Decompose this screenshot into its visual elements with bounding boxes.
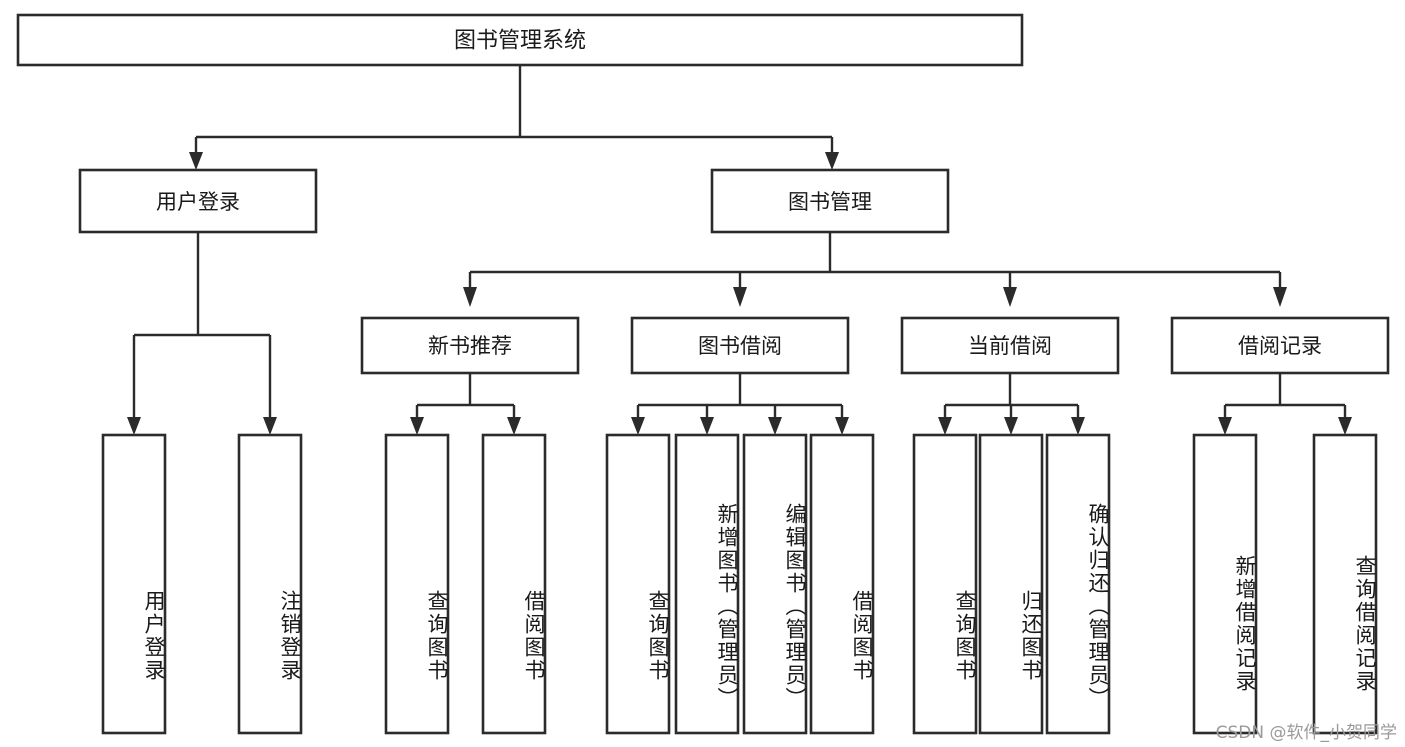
node-user-login[interactable]: 用户登录 (78, 168, 318, 234)
leaf-box-current-borrow-2[interactable] (1045, 433, 1111, 735)
node-borrow-record[interactable]: 借阅记录 (1170, 316, 1390, 375)
node-current-borrow[interactable]: 当前借阅 (900, 316, 1120, 375)
node-current-borrow-label: 当前借阅 (968, 334, 1052, 358)
node-user-login-label: 用户登录 (156, 190, 240, 214)
csdn-watermark: CSDN @软件_小贺同学 (1215, 723, 1397, 743)
node-book-manage[interactable]: 图书管理 (710, 168, 950, 234)
node-book-borrow[interactable]: 图书借阅 (630, 316, 850, 375)
leaf-box-borrow-record-1[interactable] (1312, 433, 1378, 735)
arrowhead-to-book-manage (825, 152, 839, 170)
arrowhead-leaf (700, 417, 714, 435)
leaf-box-user-login-0[interactable] (101, 433, 167, 735)
node-root[interactable]: 图书管理系统 (16, 13, 1024, 67)
leaf-box-new-book-0[interactable] (384, 433, 450, 735)
leaf-box-current-borrow-0[interactable] (912, 433, 978, 735)
arrowhead-leaf (1071, 417, 1085, 435)
arrowhead-leaf (1338, 417, 1352, 435)
leaf-box-book-borrow-3[interactable] (809, 433, 875, 735)
arrowhead-leaf (835, 417, 849, 435)
arrowhead-level3 (733, 287, 747, 307)
connector-book-borrow-to-leaves (631, 373, 849, 435)
node-book-manage-label: 图书管理 (788, 190, 872, 214)
leaf-box-user-login-1[interactable] (237, 433, 303, 735)
connector-new-book-recommend-to-leaves (410, 373, 521, 435)
node-root-box (16, 13, 1024, 67)
leaf-box-book-borrow-0[interactable] (605, 433, 671, 735)
arrowhead-leaf (410, 417, 424, 435)
node-borrow-record-label: 借阅记录 (1238, 334, 1322, 358)
connector-user-login-to-leaves (127, 232, 277, 435)
arrowhead-level3 (1003, 287, 1017, 307)
leaf-box-book-borrow-1[interactable] (674, 433, 740, 735)
node-new-book-recommend-label: 新书推荐 (428, 334, 512, 358)
node-new-book-recommend[interactable]: 新书推荐 (360, 316, 580, 375)
arrowhead-leaf (631, 417, 645, 435)
node-current-borrow-box (900, 316, 1120, 375)
arrowhead-level3 (463, 287, 477, 307)
arrowhead-leaf (768, 417, 782, 435)
node-new-book-recommend-box (360, 316, 580, 375)
leaf-box-new-book-1[interactable] (481, 433, 547, 735)
connector-root-to-level2 (189, 65, 839, 170)
node-book-borrow-label: 图书借阅 (698, 334, 782, 358)
arrowhead-leaf (1004, 417, 1018, 435)
arrowhead-leaf (938, 417, 952, 435)
connector-book-manage-to-level3 (463, 232, 1287, 307)
arrowhead-leaf (263, 417, 277, 435)
leaf-box-current-borrow-1[interactable] (978, 433, 1044, 735)
connector-borrow-record-to-leaves (1218, 373, 1352, 435)
arrowhead-leaf (127, 417, 141, 435)
arrowhead-leaf (1218, 417, 1232, 435)
node-root-label: 图书管理系统 (454, 29, 586, 54)
leaf-box-borrow-record-0[interactable] (1192, 433, 1258, 735)
connector-current-borrow-to-leaves (938, 373, 1085, 435)
leaf-box-book-borrow-2[interactable] (742, 433, 808, 735)
arrowhead-leaf (507, 417, 521, 435)
arrowhead-to-user-login (189, 152, 203, 170)
arrowhead-level3 (1273, 287, 1287, 307)
node-user-login-box (78, 168, 318, 234)
